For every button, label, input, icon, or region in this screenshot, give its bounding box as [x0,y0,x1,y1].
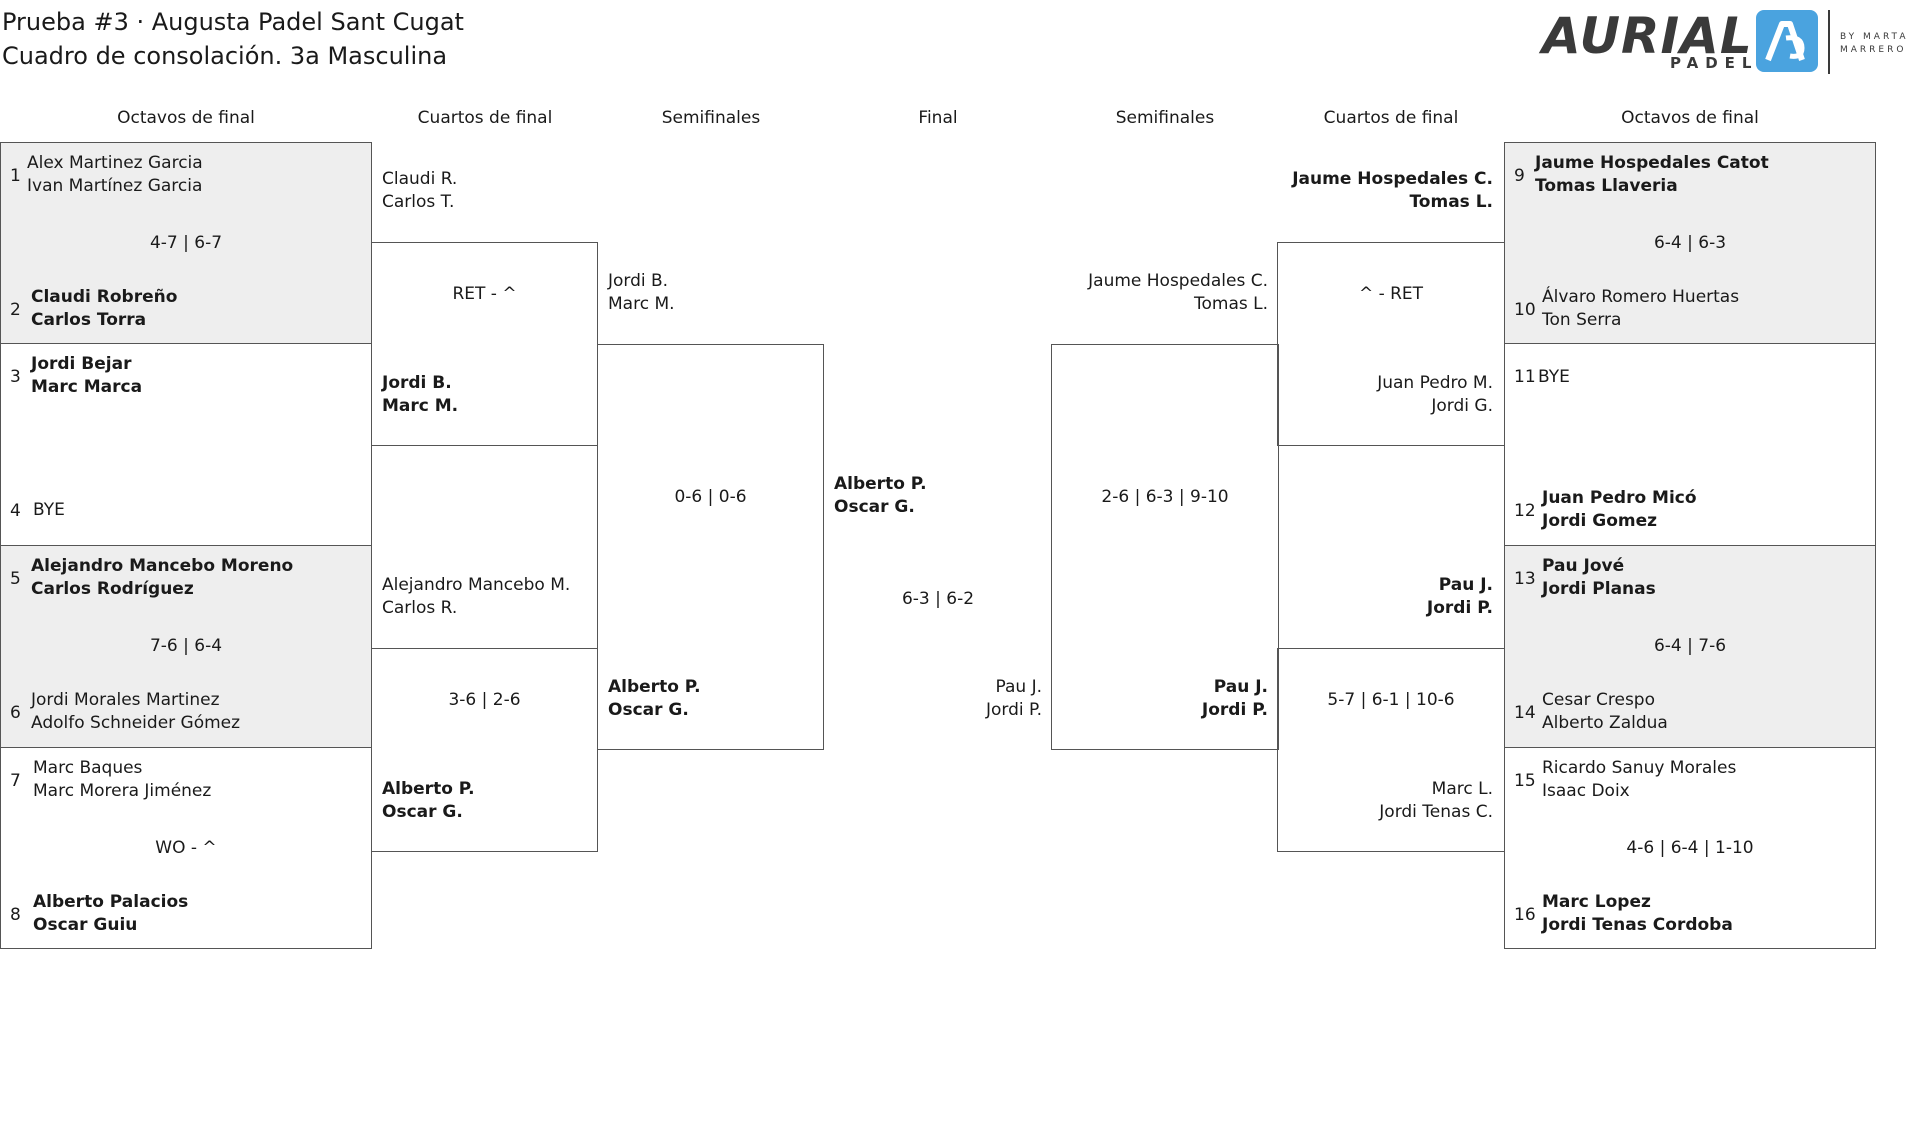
seed: 7 [10,771,21,791]
pair-name-winner: Jaume Hospedales C.Tomas L. [1292,169,1493,212]
aurial-padel-logo: AURIAL PADEL BY MARTA MARRERO [1540,8,1920,78]
match-score: 7-6 | 6-4 [149,636,223,656]
pair-name-winner: Alberto P.Oscar G. [608,677,701,720]
pair-name-winner: Alberto P.Oscar G. [382,779,475,822]
round-header-final: Final [918,108,958,128]
seed: 4 [10,501,21,521]
seed: 13 [1514,569,1536,589]
match-score: 3-6 | 2-6 [448,690,521,710]
seed: 10 [1514,300,1536,320]
pair-name-bye: BYE [33,500,65,520]
logo-by-line2: MARRERO [1840,45,1907,55]
seed: 15 [1514,771,1536,791]
seed: 8 [10,905,21,925]
pair-name-winner: Pau J.Jordi P. [1426,575,1493,618]
seed: 16 [1514,905,1536,925]
final-runner-up-pair: Pau J.Jordi P. [985,677,1042,720]
pair-name: Jaume Hospedales C.Tomas L. [1088,271,1268,314]
match-octavos-right-3 [1504,545,1876,748]
pair-name-winner: Jordi B.Marc M. [382,373,459,416]
pair-name: Claudi R.Carlos T. [382,169,458,212]
seed: 11 [1514,367,1536,387]
seed: 6 [10,703,21,723]
match-octavos-right-4 [1504,747,1876,949]
seed: 5 [10,569,21,589]
round-header-cuartos-right: Cuartos de final [1323,108,1459,128]
page-title: Prueba #3 · Augusta Padel Sant Cugat [2,8,464,36]
match-score: 2-6 | 6-3 | 9-10 [1101,487,1229,507]
page-subtitle: Cuadro de consolación. 3a Masculina [2,42,448,70]
pair-name: Jordi B.Marc M. [608,271,675,314]
ap-badge-icon [1756,10,1818,72]
match-semis-right [1051,344,1279,750]
match-semis-left [597,344,824,750]
logo-by-line1: BY MARTA [1840,32,1909,42]
round-header-octavos-right: Octavos de final [1621,108,1759,128]
logo-sub: PADEL [1670,54,1759,72]
final-winner-pair: Alberto P.Oscar G. [834,474,927,517]
pair-name: Marc L.Jordi Tenas C. [1379,779,1493,822]
match-score: 6-4 | 6-3 [1653,233,1727,253]
match-score: 5-7 | 6-1 | 10-6 [1327,690,1455,710]
logo-word: AURIAL [1542,7,1753,65]
match-score: 0-6 | 0-6 [674,487,747,507]
match-score: RET - ^ [452,284,517,304]
round-header-cuartos-left: Cuartos de final [417,108,553,128]
match-octavos-left-1 [0,142,372,344]
pair-name-winner: Pau J.Jordi P. [1201,677,1268,720]
match-cuartos-left-2 [371,648,598,852]
seed: 14 [1514,703,1536,723]
pair-name: Alejandro Mancebo M.Carlos R. [382,575,571,618]
match-score: ^ - RET [1358,284,1424,304]
match-score: 6-4 | 7-6 [1653,636,1727,656]
pair-name: Juan Pedro M.Jordi G. [1377,373,1493,416]
seed: 2 [10,300,21,320]
seed: 3 [10,367,21,387]
match-score: WO - ^ [155,838,217,858]
match-score: 4-7 | 6-7 [149,233,223,253]
seed: 9 [1514,166,1525,186]
round-header-semis-left: Semifinales [661,108,761,128]
round-header-semis-right: Semifinales [1115,108,1215,128]
final-score: 6-3 | 6-2 [901,589,975,609]
seed: 1 [10,166,21,186]
match-score: 4-6 | 6-4 | 1-10 [1626,838,1754,858]
logo-divider [1828,10,1830,74]
pair-name-bye: BYE [1538,367,1570,387]
seed: 12 [1514,501,1536,521]
round-header-octavos-left: Octavos de final [117,108,255,128]
